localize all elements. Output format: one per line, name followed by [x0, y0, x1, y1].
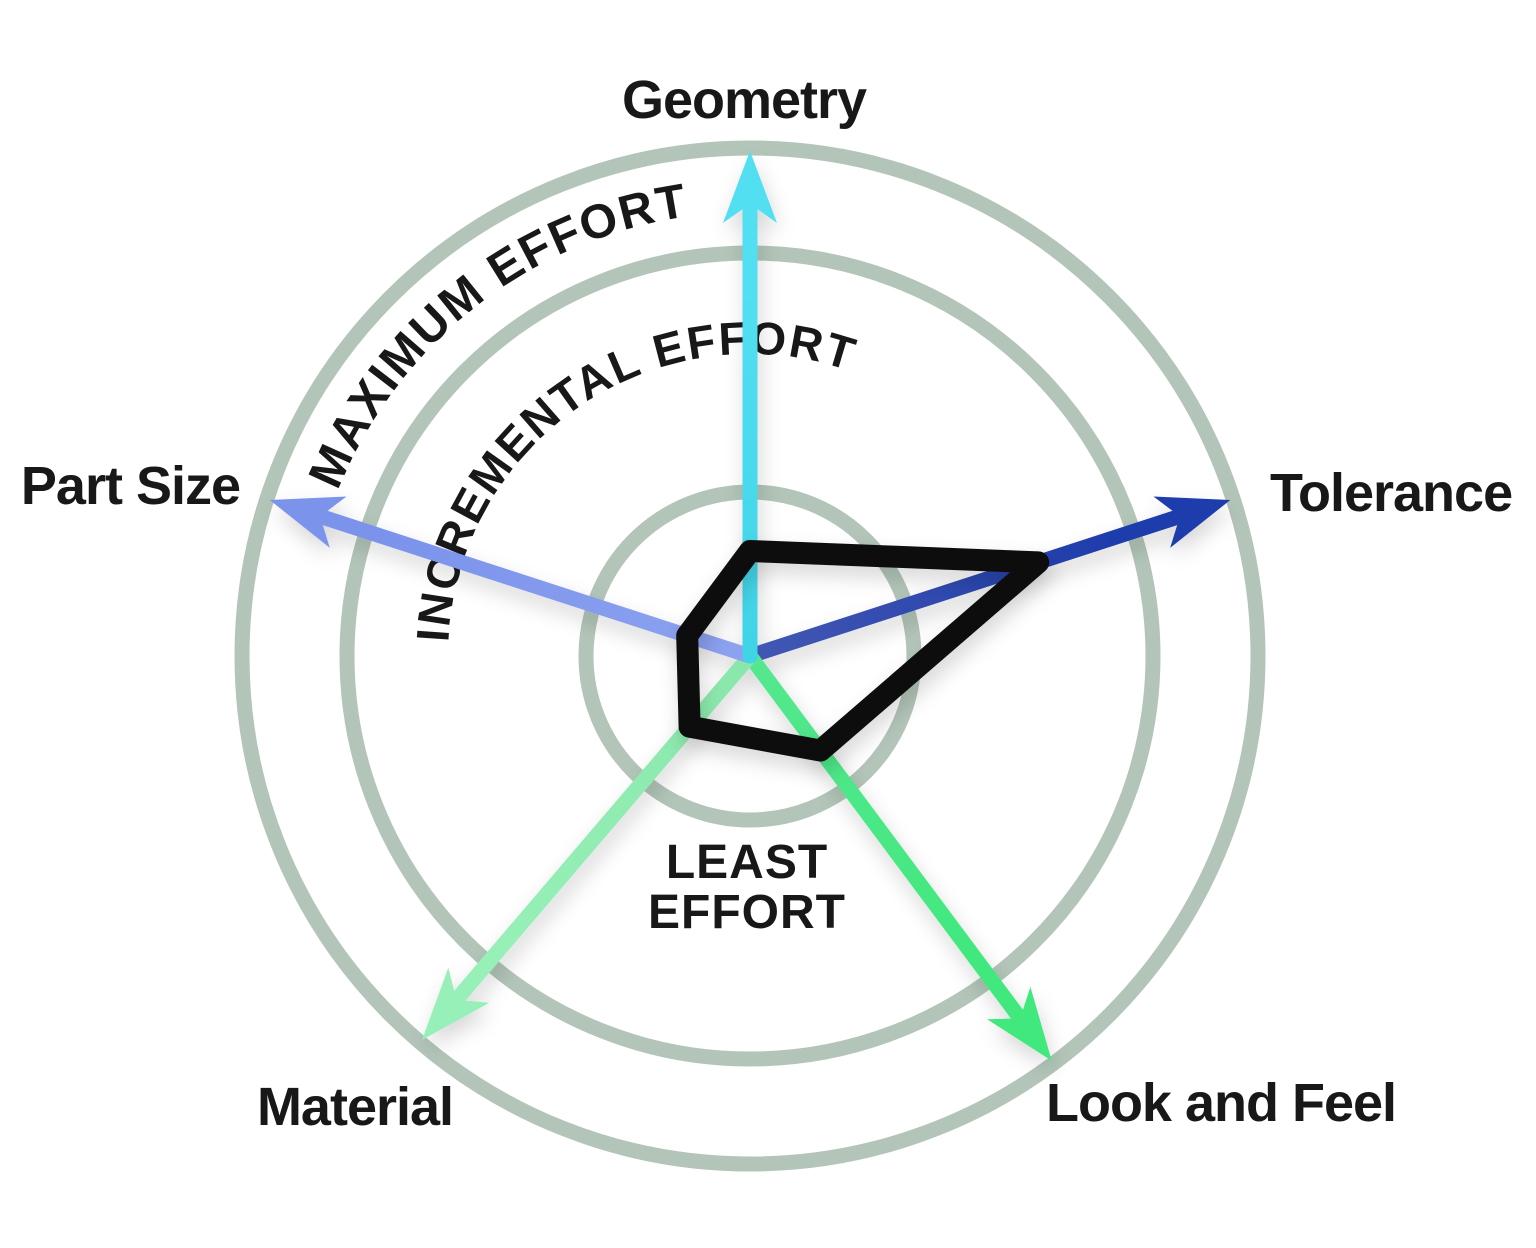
ring-label-least-effort-line-2: EFFORT: [648, 886, 846, 939]
part-size-arrowhead-icon: [269, 496, 347, 548]
ring-label-least-effort-line-1: LEAST: [666, 836, 828, 889]
tolerance-arrowhead-icon: [1153, 496, 1231, 548]
look-and-feel-axis-arrow: [742, 648, 1052, 1061]
look-and-feel-axis-line: [742, 648, 1026, 1023]
material-arrowhead-icon: [422, 967, 490, 1041]
material-axis-line: [451, 648, 758, 1005]
axis-label-part-size: Part Size: [21, 456, 240, 516]
axis-arrows: [269, 151, 1231, 1061]
geometry-arrowhead-icon: [723, 151, 777, 223]
material-axis-arrow: [422, 648, 758, 1041]
ring-maximum-effort: [234, 140, 1266, 1172]
value-polygon: [676, 540, 1050, 762]
geometry-axis-arrow: [723, 151, 777, 664]
look-and-feel-arrowhead-icon: [987, 987, 1052, 1061]
axis-label-material: Material: [257, 1077, 453, 1137]
tolerance-axis-arrow: [742, 496, 1231, 664]
axis-label-look-and-feel: Look and Feel: [1046, 1073, 1396, 1133]
axis-label-tolerance: Tolerance: [1270, 463, 1512, 523]
axis-label-geometry: Geometry: [622, 70, 867, 130]
tolerance-axis-line: [742, 510, 1184, 664]
